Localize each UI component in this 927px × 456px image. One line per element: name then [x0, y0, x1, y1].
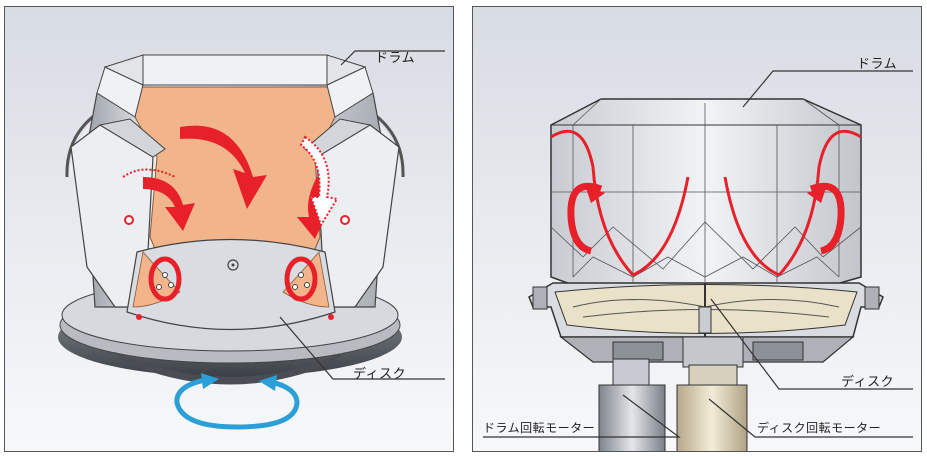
drum-flow-arrows: [550, 129, 862, 277]
disk-leader-line: [279, 316, 445, 380]
drum-label: ドラム: [857, 57, 898, 72]
disk-rotation-arrow: [174, 373, 300, 430]
drum: [550, 98, 862, 286]
disk-assembly: [528, 282, 884, 368]
disk-motor-label: ディスク回転モーター: [757, 421, 882, 435]
disk-rotation-motor: [676, 364, 748, 451]
left-diagram-panel: ドラム ディスク: [4, 6, 454, 452]
drum-motor-label: ドラム回転モーター: [483, 421, 596, 435]
drum-label: ドラム: [375, 51, 416, 66]
drum-disk-perspective-illustration: [58, 50, 445, 430]
drum-flow-arrows: [122, 125, 339, 239]
right-diagram-panel: ドラム ディスク ドラム回転モーター ディスク回転モーター: [472, 6, 922, 452]
drum-motor-leader-line: [483, 394, 681, 438]
drum-disk-cross-section-illustration: [483, 70, 913, 451]
drum-leader-line: [742, 70, 913, 108]
disk-motor-leader-line: [708, 398, 913, 438]
disk-flow-arrows: [148, 256, 318, 302]
disk: [126, 238, 336, 331]
drum-rotation-motor: [598, 358, 666, 451]
drum-leader-line: [340, 50, 445, 66]
disk-label: ディスク: [841, 375, 895, 390]
disk-leader-line: [710, 298, 913, 390]
disk-label: ディスク: [353, 367, 407, 382]
